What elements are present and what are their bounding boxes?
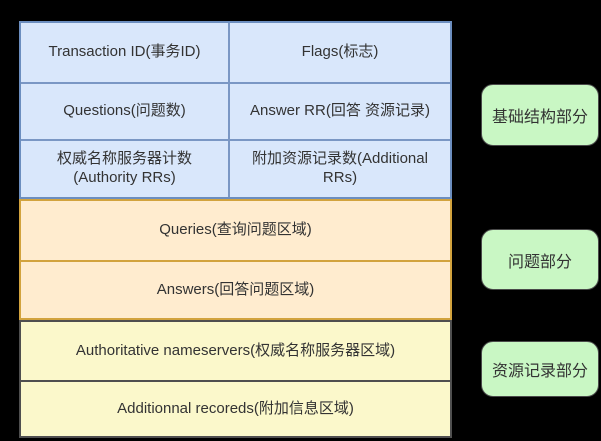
cell-questions: Questions(问题数) bbox=[21, 82, 230, 139]
side-label-basic-structure: 基础结构部分 bbox=[481, 84, 599, 146]
cell-transaction-id: Transaction ID(事务ID) bbox=[21, 23, 230, 82]
row-answers: Answers(回答问题区域) bbox=[21, 260, 450, 318]
row-queries: Queries(查询问题区域) bbox=[159, 221, 312, 239]
header-fields-table: Transaction ID(事务ID) Flags(标志) Questions… bbox=[19, 21, 452, 199]
cell-answer-rr: Answer RR(回答 资源记录) bbox=[230, 82, 450, 139]
question-section: Queries(查询问题区域) Answers(回答问题区域) bbox=[19, 199, 452, 320]
cell-flags: Flags(标志) bbox=[301, 43, 379, 61]
cell-authority-rrs: 权威名称服务器计数 (Authority RRs) bbox=[21, 139, 230, 197]
cell-additional-rrs: 附加资源记录数(Additional RRs) bbox=[230, 139, 450, 197]
row-additional-records: Additionnal recoreds(附加信息区域) bbox=[21, 380, 450, 436]
row-authoritative-nameservers: Authoritative nameservers(权威名称服务器区域) bbox=[75, 341, 396, 359]
side-label-question-part: 问题部分 bbox=[481, 229, 599, 290]
record-section: Authoritative nameservers(权威名称服务器区域) Add… bbox=[19, 320, 452, 438]
side-label-resource-record-part: 资源记录部分 bbox=[481, 341, 599, 397]
